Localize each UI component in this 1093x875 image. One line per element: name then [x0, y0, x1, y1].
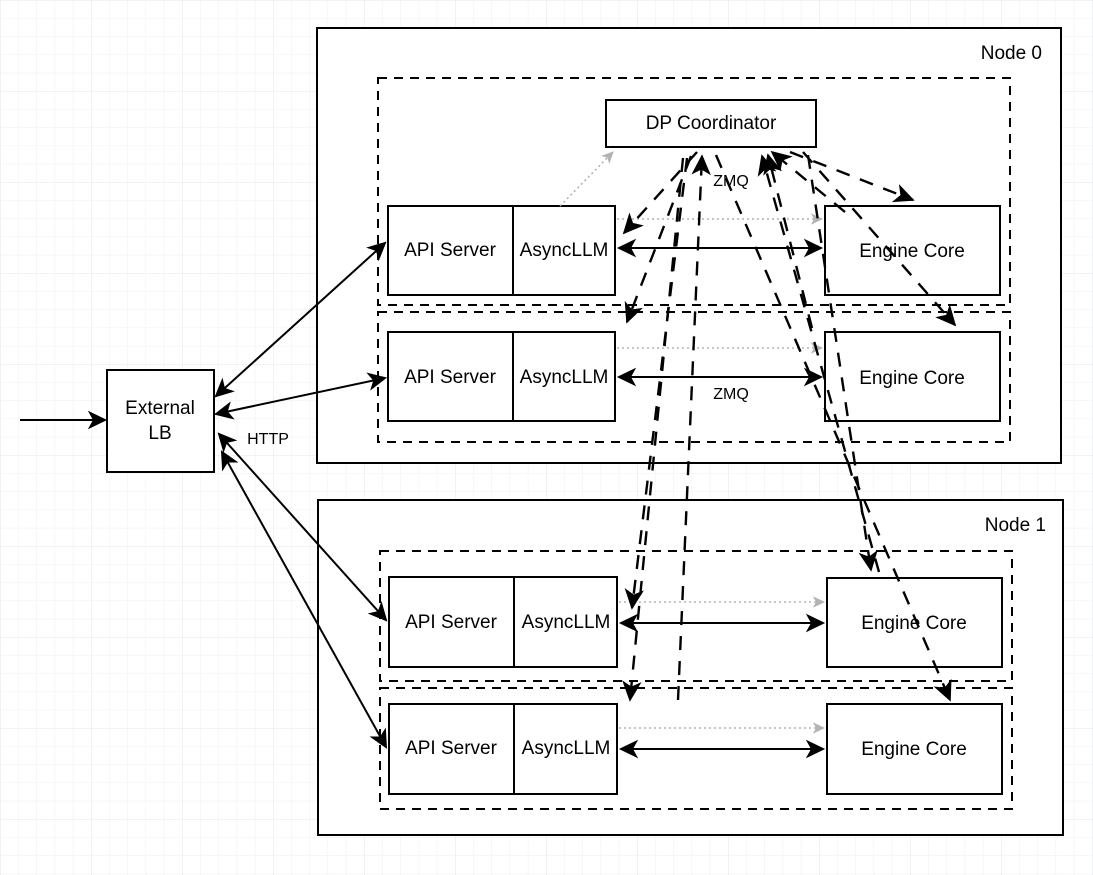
- node1-group0-engine-to-coordinator-edge: [757, 154, 881, 573]
- node-1-group-0-api-server-label: API Server: [405, 612, 498, 633]
- node-0-group-1-engine-core-box[interactable]: [824, 331, 1001, 422]
- node-0-group-1-api-server-label: API Server: [404, 367, 497, 388]
- node-0-container: Node 0 DP Coordinator API Server AsyncLL…: [316, 27, 1062, 464]
- node-1-group-1-engine-core[interactable]: Engine Core: [826, 703, 1003, 795]
- node1-group1-engine-to-coordinator-edge: [676, 154, 711, 701]
- node-1-group-0-api-unit-box[interactable]: [388, 576, 618, 668]
- node-0-title: Node 0: [981, 43, 1042, 64]
- node-1-container: Node 1 API Server AsyncLLM Engine Core: [317, 499, 1064, 836]
- node-1-group-0-api-unit[interactable]: API Server AsyncLLM: [388, 576, 618, 668]
- external-lb-label-line1: External: [125, 398, 195, 419]
- node-0-group-1: API Server AsyncLLM Engine Core ZMQ: [377, 311, 1011, 443]
- dp-coordinator-label: DP Coordinator: [646, 113, 777, 134]
- node-1-title: Node 1: [985, 515, 1046, 536]
- external-lb[interactable]: External LB: [106, 369, 215, 473]
- coordinator-to-node0-group0-asyncllm-edge: [622, 151, 698, 235]
- node-0-group-1-engine-core[interactable]: Engine Core: [824, 331, 1001, 422]
- lb-to-node0-group1-edge: [213, 372, 388, 420]
- node-1-group-0-engine-core-box[interactable]: [826, 577, 1003, 668]
- node-0-group-0-engine-core-box[interactable]: [824, 205, 1001, 296]
- node-0-group-1-api-unit-box[interactable]: [387, 331, 616, 422]
- external-lb-box[interactable]: [106, 369, 215, 473]
- node-1-group-1: API Server AsyncLLM Engine Core: [379, 687, 1013, 810]
- node-1-group-0-engine-core[interactable]: Engine Core: [826, 577, 1003, 668]
- dp-coordinator[interactable]: DP Coordinator: [605, 99, 817, 148]
- node-0-group-0-asyncllm-label: AsyncLLM: [520, 240, 609, 261]
- coordinator-to-node1-group0-engine-edge: [806, 154, 878, 572]
- node-1-group-1-api-server-label: API Server: [405, 738, 498, 759]
- node-1-group-1-api-unit[interactable]: API Server AsyncLLM: [388, 703, 618, 795]
- node-0-group-0-zmq-label: ZMQ: [713, 173, 749, 190]
- node-0-group-1-api-unit[interactable]: API Server AsyncLLM: [387, 331, 616, 422]
- coordinator-to-node0-group0-engine-edge: [789, 150, 915, 203]
- lb-to-node1-group1-edge: [220, 450, 388, 749]
- external-lb-label-line2: LB: [148, 423, 171, 444]
- lb-to-node0-group0-edge: [214, 241, 387, 398]
- node-1-group-0-engine-core-label: Engine Core: [861, 613, 967, 634]
- node-0-group-1-engine-core-label: Engine Core: [859, 368, 965, 389]
- http-label: HTTP: [247, 431, 289, 448]
- coordinator-to-node0-group1-engine-edge: [802, 151, 957, 327]
- node-1-group-1-engine-core-label: Engine Core: [861, 739, 967, 760]
- node-1-group-1-api-unit-box[interactable]: [388, 703, 618, 795]
- node-0-group-0-engine-core[interactable]: Engine Core: [824, 205, 1001, 296]
- node-0-group-0-engine-core-label: Engine Core: [859, 241, 965, 262]
- node0-group1-engine-to-coordinator-edge: [763, 153, 814, 329]
- coordinator-to-node1-group1-asyncllm-edge: [622, 157, 685, 702]
- coordinator-to-node1-group0-asyncllm-edge: [624, 157, 689, 610]
- node-1-group-0-asyncllm-label: AsyncLLM: [522, 612, 611, 633]
- dp-coordinator-box[interactable]: [605, 99, 817, 148]
- node0-group0-engine-to-coordinator-edge: [770, 150, 846, 213]
- node-0-group-0-api-unit[interactable]: API Server AsyncLLM: [387, 205, 616, 296]
- node-1-group-1-asyncllm-label: AsyncLLM: [522, 738, 611, 759]
- node-0-group-0-api-unit-box[interactable]: [387, 205, 616, 296]
- node-0-group-1-asyncllm-label: AsyncLLM: [520, 367, 609, 388]
- node-0-group-1-zmq-label: ZMQ: [713, 386, 749, 403]
- node-0-group-0-boundary: [377, 77, 1011, 306]
- node-0-group-0-api-server-label: API Server: [404, 240, 497, 261]
- node-1-group-1-engine-core-box[interactable]: [826, 703, 1003, 795]
